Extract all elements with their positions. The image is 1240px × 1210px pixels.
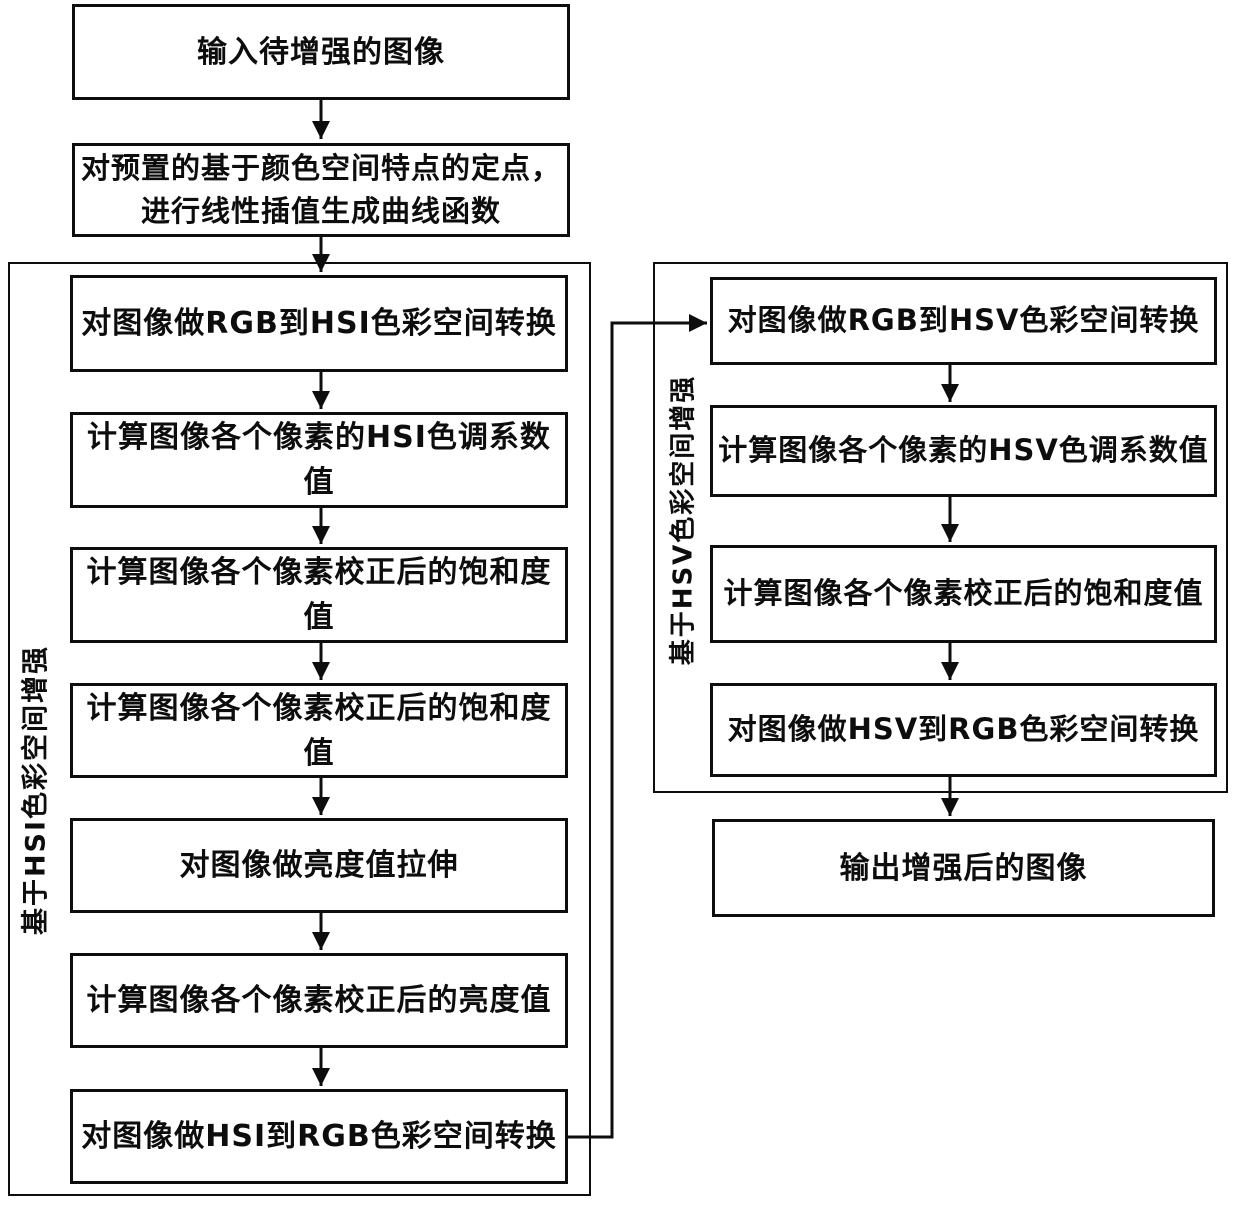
flow-node-label: 输出增强后的图像 xyxy=(839,850,1088,886)
flow-node-label: 计算图像各个像素校正后的饱和度值 xyxy=(723,576,1204,611)
flow-node-rgb-to-hsv: 对图像做RGB到HSV色彩空间转换 xyxy=(710,277,1217,365)
flow-node-hsi-corrected-saturation-1: 计算图像各个像素校正后的饱和度值 xyxy=(70,547,568,643)
flow-node-brightness-stretch: 对图像做亮度值拉伸 xyxy=(70,818,568,913)
flow-node-label: 计算图像各个像素的HSV色调系数值 xyxy=(718,433,1209,468)
flow-node-hsv-to-rgb: 对图像做HSV到RGB色彩空间转换 xyxy=(710,683,1217,777)
flow-node-label: 对图像做RGB到HSV色彩空间转换 xyxy=(727,303,1200,338)
flow-node-label: 计算图像各个像素校正后的饱和度值 xyxy=(86,555,552,635)
hsv-group-label: 基于HSV色彩空间增强 xyxy=(668,374,699,666)
flow-node-rgb-to-hsi: 对图像做RGB到HSI色彩空间转换 xyxy=(70,275,568,372)
flow-node-label: 对图像做RGB到HSI色彩空间转换 xyxy=(81,306,557,341)
flow-node-hsv-hue-coefficient: 计算图像各个像素的HSV色调系数值 xyxy=(710,405,1217,497)
flow-node-label-line2: 进行线性插值生成曲线函数 xyxy=(140,194,501,228)
flow-node-hsi-corrected-brightness: 计算图像各个像素校正后的亮度值 xyxy=(70,953,568,1048)
flow-node-hsi-hue-coefficient: 计算图像各个像素的HSI色调系数值 xyxy=(70,412,568,508)
flow-node-linear-interpolation: 对预置的基于颜色空间特点的定点， 进行线性插值生成曲线函数 xyxy=(72,143,570,237)
flow-node-hsi-to-rgb: 对图像做HSI到RGB色彩空间转换 xyxy=(70,1089,568,1184)
flow-node-label: 计算图像各个像素校正后的饱和度值 xyxy=(86,690,552,771)
flow-node-label: 对图像做HSI到RGB色彩空间转换 xyxy=(81,1119,557,1154)
flow-node-label: 输入待增强的图像 xyxy=(197,34,445,70)
flow-node-hsi-corrected-saturation-2: 计算图像各个像素校正后的饱和度值 xyxy=(70,683,568,778)
flow-node-label: 计算图像各个像素的HSI色调系数值 xyxy=(87,420,551,500)
flow-node-input-image: 输入待增强的图像 xyxy=(72,4,570,100)
flow-node-label: 对图像做亮度值拉伸 xyxy=(179,848,459,883)
flow-node-label-line1: 对预置的基于颜色空间特点的定点， xyxy=(80,150,561,185)
flow-node-label: 计算图像各个像素校正后的亮度值 xyxy=(86,983,552,1018)
hsi-enhancement-group-frame xyxy=(8,262,591,1196)
flow-node-hsv-corrected-saturation: 计算图像各个像素校正后的饱和度值 xyxy=(710,545,1217,643)
hsv-enhancement-group-frame xyxy=(653,262,1228,793)
flow-node-output-image: 输出增强后的图像 xyxy=(712,819,1215,917)
hsi-group-label: 基于HSI色彩空间增强 xyxy=(20,644,52,936)
flow-node-label: 对图像做HSV到RGB色彩空间转换 xyxy=(727,712,1200,747)
